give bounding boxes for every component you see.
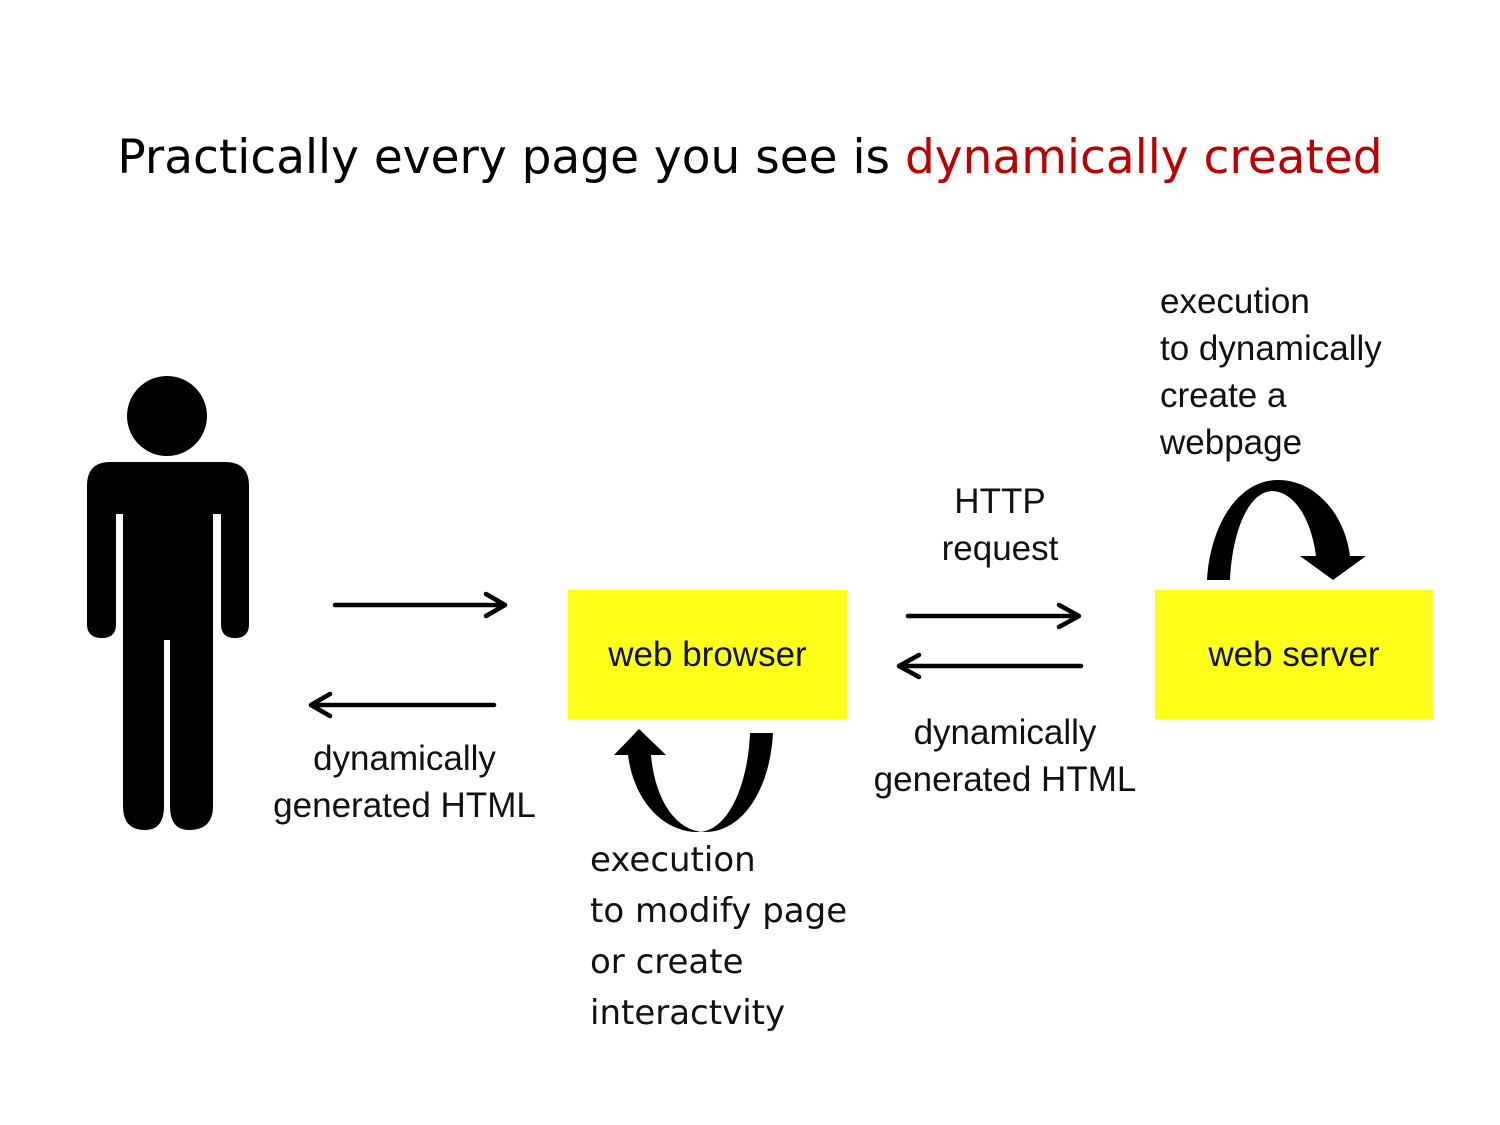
server-return-label: dynamically generated HTML <box>850 709 1160 803</box>
browser-execution-line-3: or create <box>590 942 744 982</box>
http-request-line-1: HTTP <box>954 482 1046 521</box>
server-execution-line-1: execution <box>1160 282 1310 321</box>
server-execution-label: execution to dynamically create a webpag… <box>1160 278 1420 466</box>
person-icon <box>87 376 249 830</box>
slide-title: Practically every page you see is dynami… <box>0 128 1500 188</box>
user-return-line-1: dynamically <box>313 739 496 778</box>
web-browser-label: web browser <box>608 634 807 674</box>
arrow-user-to-browser <box>332 591 508 619</box>
http-request-label: HTTP request <box>915 478 1085 572</box>
server-loop-arrow <box>1207 480 1366 580</box>
web-server-box: web server <box>1155 590 1433 719</box>
browser-execution-label: execution to modify page or create inter… <box>590 835 890 1039</box>
browser-execution-line-2: to modify page <box>590 891 848 931</box>
http-request-line-2: request <box>941 529 1059 568</box>
browser-loop-arrow <box>614 729 773 833</box>
server-execution-line-2: to dynamically <box>1160 329 1382 368</box>
arrow-browser-to-server <box>905 602 1082 630</box>
arrow-server-to-browser <box>896 652 1084 680</box>
user-return-line-2: generated HTML <box>273 786 536 825</box>
web-server-label: web server <box>1208 634 1380 674</box>
title-text: Practically every page you see is <box>117 130 905 185</box>
web-browser-box: web browser <box>568 590 847 719</box>
server-return-line-1: dynamically <box>913 713 1097 752</box>
arrow-browser-to-user <box>308 691 497 719</box>
server-return-line-2: generated HTML <box>873 760 1137 799</box>
user-return-label: dynamically generated HTML <box>252 735 557 829</box>
browser-execution-line-4: interactvity <box>590 993 786 1033</box>
server-execution-line-3: create a <box>1160 376 1287 415</box>
browser-execution-line-1: execution <box>590 840 756 880</box>
server-execution-line-4: webpage <box>1160 423 1303 462</box>
title-highlight: dynamically created <box>904 130 1383 185</box>
